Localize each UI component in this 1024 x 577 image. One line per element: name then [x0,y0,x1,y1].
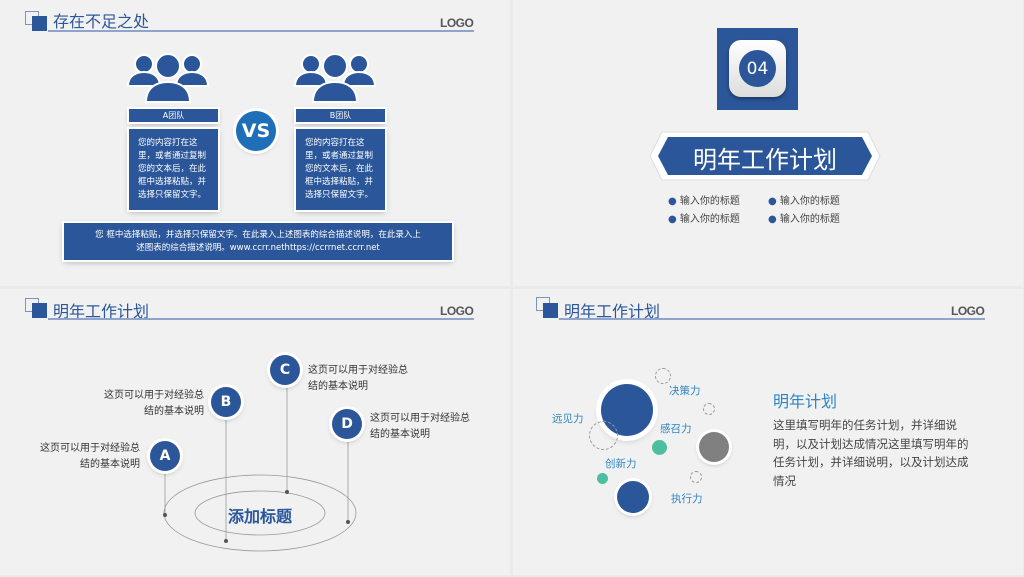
team-a-people-icon [126,53,210,103]
bullet-item: ● 输入你的标题 [768,214,840,225]
summary-box: 您 框中选择粘贴，并选择只保留文字。在此录入上述图表的综合描述说明，在此录入上述… [64,223,452,260]
label-decision: 决策力 [669,385,701,397]
plan-paragraph: 这里填写明年的任务计划，并详细说明，以及计划达成情况这里填写明年的任务计划，并详… [773,418,969,488]
label-innovation: 创新力 [605,458,637,470]
number-tile: 04 [717,28,798,110]
item-d-text: 这页可以用于对经验总结的基本说明 [370,413,470,440]
slide-deficiencies[interactable]: 存在不足之处 LOGO A团队 您的内容打在这里，或者通过复制您的文本后，在此框… [0,0,510,286]
gray-circle [699,432,729,462]
dashed-ring [589,421,618,450]
item-a-text: 这页可以用于对经验总结的基本说明 [40,443,140,470]
slide-section-cover[interactable]: 04 明年工作计划 ● 输入你的标题 ● 输入你的标题 ● 输入你的标题 ● 输… [513,0,1023,286]
teal-dot [597,473,608,484]
label-influence: 感召力 [660,423,692,435]
item-a-badge: A [150,441,180,471]
header-square-icon [32,303,47,318]
header-square-icon [32,16,47,31]
team-b-people-icon [293,53,377,103]
orbit-diagram [163,371,357,552]
team-a-text: 您的内容打在这里，或者通过复制您的文本后，在此框中选择粘贴，并选择只保留文字。 [129,129,218,210]
slide-title: 明年工作计划 [53,302,150,321]
bullet-list: ● 输入你的标题 ● 输入你的标题 ● 输入你的标题 ● 输入你的标题 [668,192,868,225]
item-b-badge: B [211,387,241,417]
plan-heading: 明年计划 [773,392,838,411]
item-c-text: 这页可以用于对经验总结的基本说明 [308,365,408,392]
team-b-label: B团队 [296,109,385,122]
team-a-label: A团队 [129,109,218,122]
slide-title: 明年工作计划 [564,302,661,321]
dashed-ring [703,403,715,415]
teal-dot [652,440,667,455]
item-c-badge: C [270,355,300,385]
label-vision: 远见力 [552,413,584,425]
item-d-badge: D [332,409,362,439]
header-divider [48,30,474,32]
logo: LOGO [440,16,474,30]
section-number: 04 [739,50,776,87]
vs-badge: VS [236,111,276,151]
section-title: 明年工作计划 [693,146,837,174]
label-execution: 执行力 [671,493,703,505]
team-b-text: 您的内容打在这里，或者通过复制您的文本后，在此框中选择粘贴，并选择只保留文字。 [296,129,385,210]
item-b-text: 这页可以用于对经验总结的基本说明 [104,390,204,417]
small-blue-circle [617,481,649,513]
dashed-ring [690,471,702,483]
header-divider [559,318,985,320]
bullet-item: ● 输入你的标题 [668,196,740,207]
header-square-icon [543,303,558,318]
bullet-item: ● 输入你的标题 [768,196,840,207]
header-divider [48,318,474,320]
title-banner-shape [649,131,881,181]
dashed-ring [655,368,671,384]
center-title: 添加标题 [227,507,292,526]
bullet-item: ● 输入你的标题 [668,214,740,225]
slide-title: 存在不足之处 [53,12,150,31]
slide-work-plan-summary[interactable]: 明年工作计划 LOGO 添加标题 A B C D 这页可以用于对经验总结的基本说… [0,289,510,575]
logo: LOGO [440,304,474,318]
slide-next-year-plan[interactable]: 明年工作计划 LOGO 远见力 决策力 感召力 创新力 执行力 明年计划 这里填… [513,289,1023,575]
logo: LOGO [951,304,985,318]
